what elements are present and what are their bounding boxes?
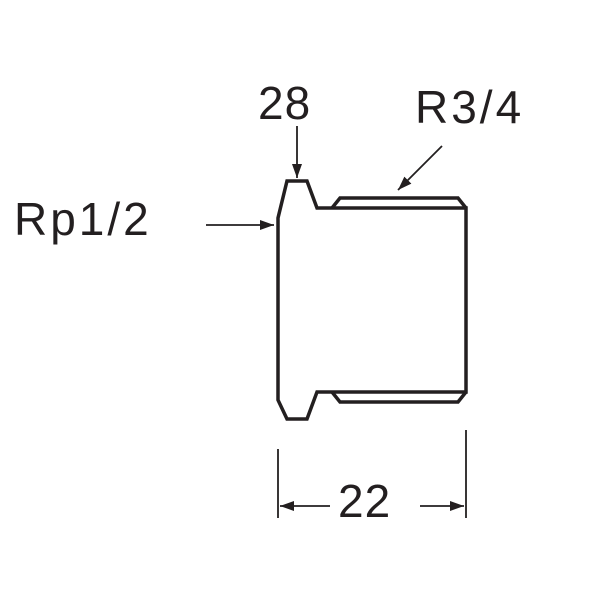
upper-thread	[330, 196, 468, 210]
male-thread-label: R3/4	[415, 81, 525, 133]
lower-thread	[330, 390, 468, 404]
flange-diameter-label: 28	[258, 77, 312, 129]
length-dimension-label: 22	[338, 475, 392, 527]
thread-leader	[397, 145, 443, 191]
fitting-body	[276, 179, 468, 421]
female-thread-label: Rp1/2	[14, 193, 152, 245]
